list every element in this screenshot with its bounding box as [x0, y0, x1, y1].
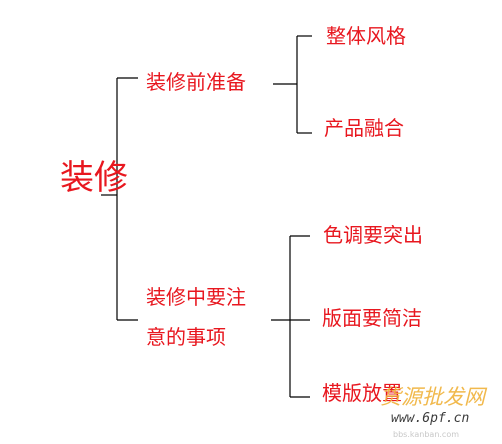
- watermark-name: 货源批发网: [380, 385, 485, 409]
- leaf-node-color-tone: 色调要突出: [323, 223, 423, 247]
- leaf-node-template-placement: 模版放置: [322, 381, 402, 405]
- branch-node-attention-line1: 装修中要注: [146, 285, 246, 309]
- leaf-node-overall-style: 整体风格: [326, 24, 406, 48]
- root-node: 装修: [60, 158, 128, 198]
- branch-node-prep: 装修前准备: [146, 70, 246, 94]
- branch-node-attention-line2: 意的事项: [146, 325, 226, 349]
- leaf-node-product-fusion: 产品融合: [324, 116, 404, 140]
- leaf-node-layout-simple: 版面要简洁: [322, 306, 422, 330]
- watermark-bbs: bbs.kanban.com: [393, 430, 460, 439]
- watermark-site: www.6pf.cn: [391, 411, 470, 426]
